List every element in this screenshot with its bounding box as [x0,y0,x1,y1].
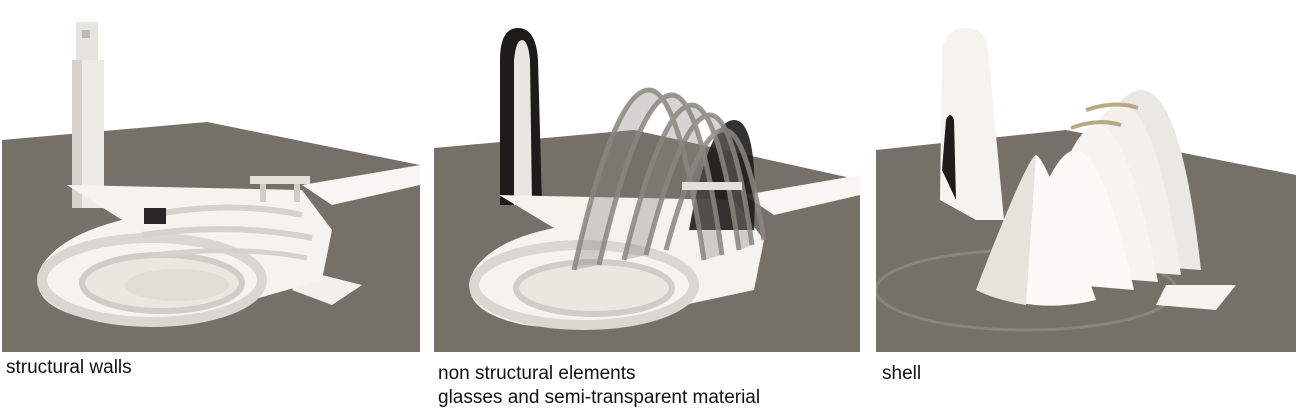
shell-render [876,28,1296,352]
caption-non-structural-elements: non structural elements [438,363,636,384]
panel-shell [876,0,1296,352]
caption-shell: shell [882,363,922,384]
non-structural-render [434,28,860,352]
tower-shell [940,28,1004,220]
panel-structural-walls [2,0,420,352]
caption-glasses-material: glasses and semi-transparent material [438,387,761,408]
panel-non-structural [434,0,860,352]
walkway [302,165,420,205]
caption-structural-walls: structural walls [6,357,132,378]
structural-walls-render [2,22,420,352]
tower-top [76,22,98,62]
